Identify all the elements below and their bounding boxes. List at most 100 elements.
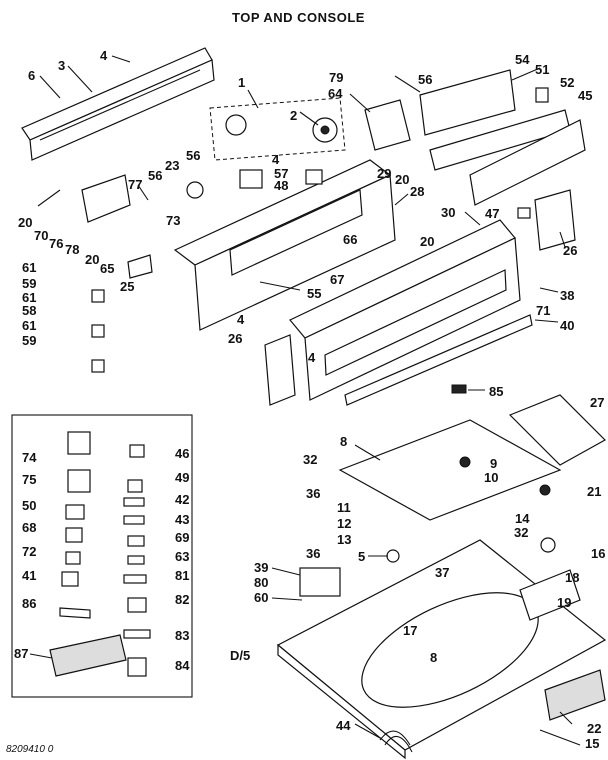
callout-46: 45 — [578, 88, 592, 103]
callout-76: 75 — [22, 472, 36, 487]
callout-4-c: 4 — [237, 312, 245, 327]
callout-29: 28 — [410, 184, 424, 199]
part-19 — [540, 537, 556, 553]
callout-88: 87 — [14, 646, 28, 661]
callout-22: 21 — [587, 484, 601, 499]
callout-19: 18 — [565, 570, 579, 585]
callout-36-b: 32 — [514, 525, 528, 540]
callout-40: 39 — [254, 560, 268, 575]
callout-85: 84 — [175, 658, 190, 673]
callout-56: 55 — [307, 286, 321, 301]
callout-11: 11 — [337, 500, 351, 515]
callout-21-b: 20 — [85, 252, 99, 267]
console-backsplash — [289, 219, 533, 406]
callout-57-c: 56 — [148, 168, 162, 183]
callout-58: 57 — [274, 166, 288, 181]
callout-16: 16 — [591, 546, 605, 561]
switch-bracket — [517, 189, 576, 251]
part-86 — [451, 384, 467, 394]
callout-12: 12 — [337, 516, 351, 531]
callout-83: 82 — [175, 592, 189, 607]
end-cap — [264, 334, 296, 406]
callout-61: 60 — [254, 590, 268, 605]
callout-30: 29 — [377, 166, 391, 181]
callout-55: 54 — [515, 52, 530, 67]
callout-81: 80 — [254, 575, 268, 590]
callout-36-a: 32 — [303, 452, 317, 467]
doc-number: 8209410 0 — [6, 744, 54, 755]
callout-41: 40 — [560, 318, 574, 333]
callout-45: 44 — [336, 718, 351, 733]
callout-20: 19 — [557, 595, 571, 610]
callout-68: 67 — [330, 272, 344, 287]
callout-64: 63 — [175, 549, 189, 564]
callout-59: 58 — [22, 303, 36, 318]
leader-lines — [29, 55, 581, 746]
callout-79: 78 — [65, 242, 79, 257]
callout-15: 15 — [585, 736, 599, 751]
callout-75: 74 — [22, 450, 37, 465]
callout-39: 38 — [560, 288, 574, 303]
callout-27-a: 26 — [563, 243, 577, 258]
diagram-title: TOP AND CONSOLE — [232, 10, 365, 25]
callout-87: 86 — [22, 596, 36, 611]
callout-49: 48 — [274, 178, 288, 193]
legend-box — [11, 414, 193, 698]
callout-57-a: 56 — [418, 72, 432, 87]
callout-23: 22 — [587, 721, 601, 736]
callout-28: 27 — [590, 395, 604, 410]
callout-54: 52 — [560, 75, 574, 90]
callout-57-b: 56 — [186, 148, 200, 163]
callout-50: 49 — [175, 470, 189, 485]
top-cover — [338, 419, 562, 521]
callout-4-b: 4 — [272, 152, 280, 167]
callout-66: 65 — [100, 261, 114, 276]
callout-5: 5 — [358, 549, 365, 564]
revision-mark: D/5 — [230, 648, 250, 663]
callout-77: 76 — [49, 236, 63, 251]
callout-27-b: 26 — [228, 331, 242, 346]
callout-21-d: 20 — [420, 234, 434, 249]
callout-72: 71 — [536, 303, 550, 318]
callout-86: 85 — [489, 384, 503, 399]
callout-21-c: 20 — [395, 172, 409, 187]
callout-65: 64 — [328, 86, 343, 101]
main-top — [276, 539, 607, 760]
callout-63-a: 61 — [22, 260, 36, 275]
callout-13: 13 — [337, 532, 351, 547]
callout-9: 9 — [490, 456, 497, 471]
callout-80: 79 — [329, 70, 343, 85]
lid-28 — [508, 394, 606, 466]
callout-43: 42 — [175, 492, 189, 507]
back-rail — [21, 47, 215, 161]
callout-63-c: 61 — [22, 318, 36, 333]
callout-8-b: 8 — [430, 650, 437, 665]
console-panel — [173, 159, 396, 331]
callout-4-d: 4 — [308, 350, 316, 365]
callout-21-a: 20 — [18, 215, 32, 230]
callout-51: 50 — [22, 498, 36, 513]
callout-37-b: 36 — [306, 546, 320, 561]
callout-4-a: 4 — [100, 48, 108, 63]
callout-14: 14 — [515, 511, 530, 526]
callout-2: 2 — [290, 108, 297, 123]
control-panel — [419, 69, 586, 206]
callout-73: 72 — [22, 544, 36, 559]
callout-labels: 1 2 3 4 4 4 4 5 6 8 8 9 10 11 12 13 14 1… — [14, 48, 605, 751]
callout-60-b: 59 — [22, 333, 36, 348]
callout-1: 1 — [238, 75, 245, 90]
callout-52: 51 — [535, 62, 549, 77]
callout-26: 25 — [120, 279, 134, 294]
callout-47: 46 — [175, 446, 189, 461]
callout-25: 23 — [165, 158, 179, 173]
left-components — [81, 169, 263, 373]
callout-10: 10 — [484, 470, 498, 485]
callout-17: 17 — [403, 623, 417, 638]
callout-69: 68 — [22, 520, 36, 535]
callout-67: 66 — [343, 232, 357, 247]
callout-63-b: 61 — [22, 290, 36, 305]
part-40 — [299, 567, 341, 597]
callout-78: 77 — [128, 177, 142, 192]
callout-42: 41 — [22, 568, 36, 583]
